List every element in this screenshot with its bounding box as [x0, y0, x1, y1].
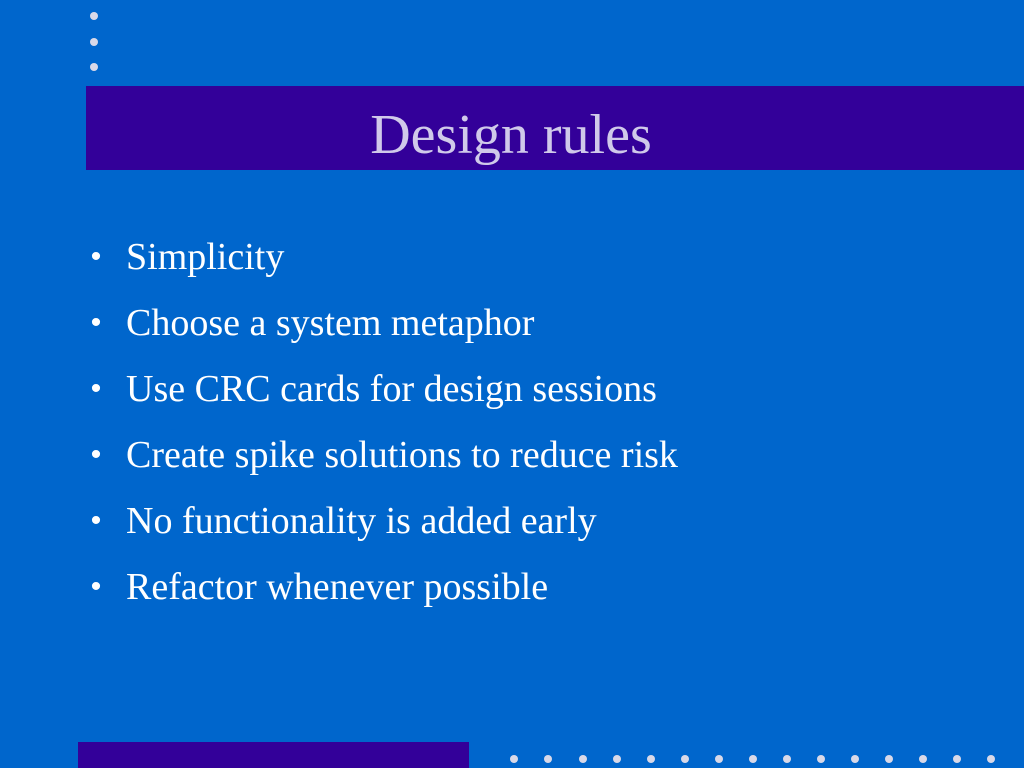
bullet-text: Simplicity — [126, 236, 285, 278]
decor-dot-bottom-15 — [987, 755, 995, 763]
bullet-item: • Use CRC cards for design sessions — [86, 356, 986, 422]
bottom-bar — [78, 742, 469, 768]
decor-dot-bottom-10 — [817, 755, 825, 763]
decor-dot-top-3 — [90, 63, 98, 71]
bullet-item: • No functionality is added early — [86, 488, 986, 554]
bullet-text: No functionality is added early — [126, 500, 597, 542]
bullet-item: • Simplicity — [86, 224, 986, 290]
decor-dot-bottom-7 — [715, 755, 723, 763]
title-bar: Design rules — [86, 86, 1024, 170]
bullet-marker: • — [90, 240, 102, 273]
slide-title: Design rules — [370, 104, 652, 166]
bullet-item: • Refactor whenever possible — [86, 554, 986, 620]
bullet-item: • Choose a system metaphor — [86, 290, 986, 356]
decor-dot-top-2 — [90, 38, 98, 46]
bullet-marker: • — [90, 570, 102, 603]
bullet-text: Refactor whenever possible — [126, 566, 549, 608]
decor-dot-bottom-4 — [613, 755, 621, 763]
decor-dot-bottom-5 — [647, 755, 655, 763]
decor-dot-bottom-13 — [919, 755, 927, 763]
bullet-marker: • — [90, 306, 102, 339]
decor-dot-top-1 — [90, 12, 98, 20]
decor-dot-bottom-12 — [885, 755, 893, 763]
bullet-item: • Create spike solutions to reduce risk — [86, 422, 986, 488]
bullet-text: Choose a system metaphor — [126, 302, 535, 344]
decor-dot-bottom-8 — [749, 755, 757, 763]
bullet-text: Use CRC cards for design sessions — [126, 368, 657, 410]
decor-dot-bottom-2 — [544, 755, 552, 763]
decor-dot-bottom-3 — [579, 755, 587, 763]
bullet-list: • Simplicity • Choose a system metaphor … — [86, 224, 986, 620]
bullet-marker: • — [90, 438, 102, 471]
decor-dot-bottom-1 — [510, 755, 518, 763]
decor-dot-bottom-11 — [851, 755, 859, 763]
decor-dot-bottom-6 — [681, 755, 689, 763]
bullet-marker: • — [90, 372, 102, 405]
bullet-text: Create spike solutions to reduce risk — [126, 434, 678, 476]
decor-dot-bottom-14 — [953, 755, 961, 763]
decor-dot-bottom-9 — [783, 755, 791, 763]
bullet-marker: • — [90, 504, 102, 537]
